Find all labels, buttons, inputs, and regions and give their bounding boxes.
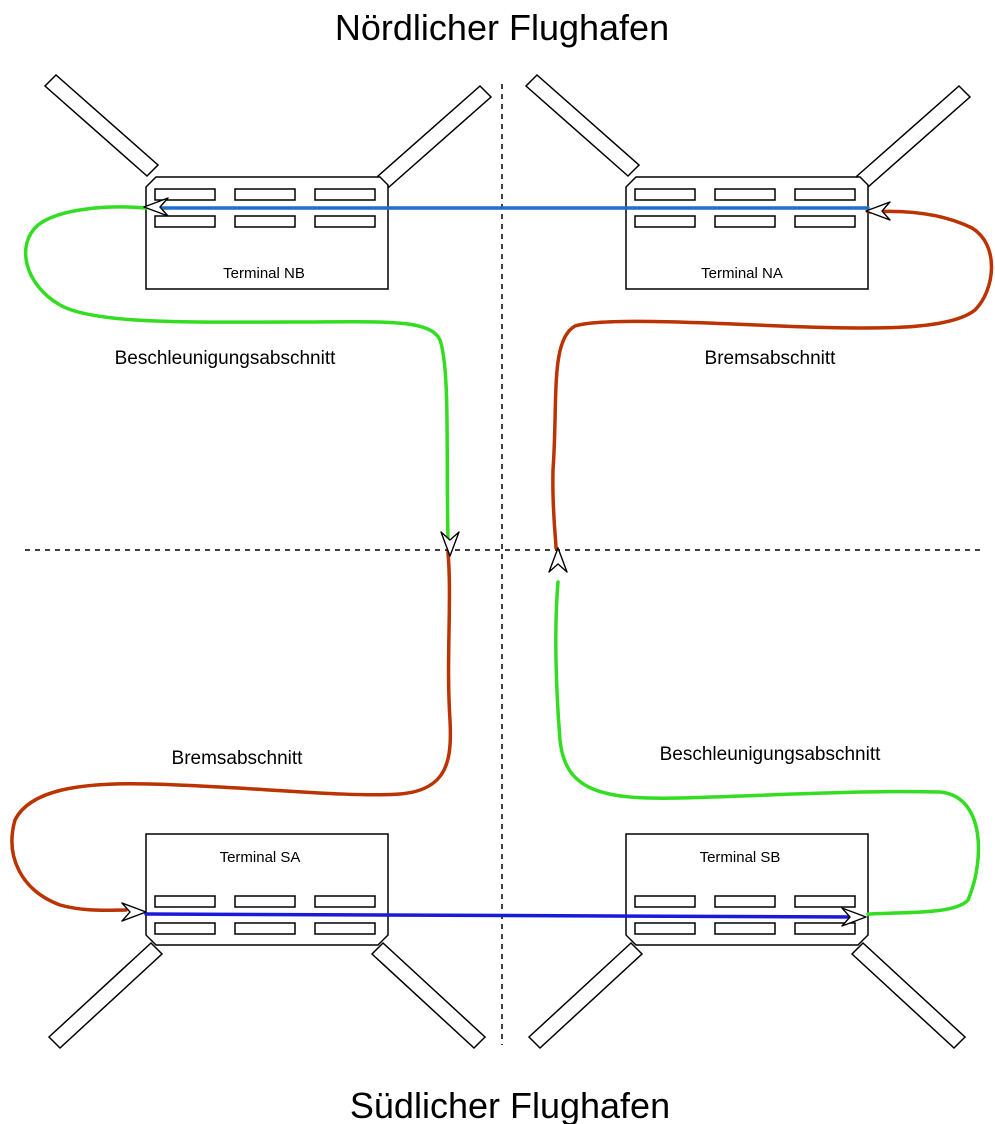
gate [234, 215, 296, 228]
gate [314, 215, 376, 228]
gate [234, 188, 296, 201]
terminal-na-pier-right [855, 84, 972, 189]
terminal-na-label: Terminal NA [701, 265, 783, 282]
terminal-sb-pier-left [527, 941, 644, 1050]
terminal-sa-pier-left [47, 941, 164, 1050]
gate [634, 188, 696, 201]
terminal-sa: Terminal SA [47, 833, 487, 1050]
terminal-sb: Terminal SB [527, 833, 967, 1050]
gate [634, 922, 696, 935]
south-airport-title: Südlicher Flughafen [350, 1085, 670, 1124]
gate [794, 895, 856, 908]
section-label-se: Beschleunigungsabschnitt [660, 744, 881, 765]
gate [714, 188, 776, 201]
track-north-acceleration [23, 205, 450, 542]
gate [794, 188, 856, 201]
terminal-sb-pier-right [850, 941, 967, 1050]
track-north-braking [551, 209, 994, 550]
arrowhead-south-ascent [548, 547, 568, 573]
gate [154, 895, 216, 908]
terminal-na-building [625, 176, 869, 290]
terminal-na: Terminal NA [524, 73, 972, 290]
gate [154, 922, 216, 935]
arrowhead-north-descent [440, 531, 460, 557]
terminal-na-pier-left [524, 73, 641, 178]
gate [634, 215, 696, 228]
arrowhead-na [865, 201, 891, 221]
gate [234, 895, 296, 908]
gate [794, 922, 856, 935]
terminal-sa-pier-right [370, 941, 487, 1050]
section-label-ne: Bremsabschnitt [705, 348, 837, 369]
arrowhead-sb [841, 907, 867, 927]
terminal-nb: Terminal NB [43, 73, 493, 290]
gate [314, 895, 376, 908]
gate [154, 215, 216, 228]
gate [634, 895, 696, 908]
terminal-sb-label: Terminal SB [700, 849, 781, 866]
terminal-nb-pier-left [43, 73, 160, 178]
gate [314, 188, 376, 201]
terminal-sa-label: Terminal SA [220, 849, 301, 866]
north-airport-title: Nördlicher Flughafen [335, 7, 669, 48]
terminal-sa-building [145, 833, 389, 946]
section-label-nw: Beschleunigungsabschnitt [115, 348, 336, 369]
arrowhead-nb [143, 197, 169, 217]
section-label-sw: Bremsabschnitt [172, 748, 304, 769]
link-south [144, 912, 858, 919]
gate [794, 215, 856, 228]
terminal-nb-pier-right [376, 84, 493, 189]
gate [314, 922, 376, 935]
gate [714, 215, 776, 228]
gate [714, 922, 776, 935]
track-south-braking [10, 550, 453, 913]
gate [154, 188, 216, 201]
gate [714, 895, 776, 908]
track-south-acceleration [554, 580, 981, 916]
terminal-nb-label: Terminal NB [223, 265, 305, 282]
gate [234, 922, 296, 935]
terminal-nb-building [145, 176, 389, 290]
arrowhead-sa [121, 902, 147, 922]
